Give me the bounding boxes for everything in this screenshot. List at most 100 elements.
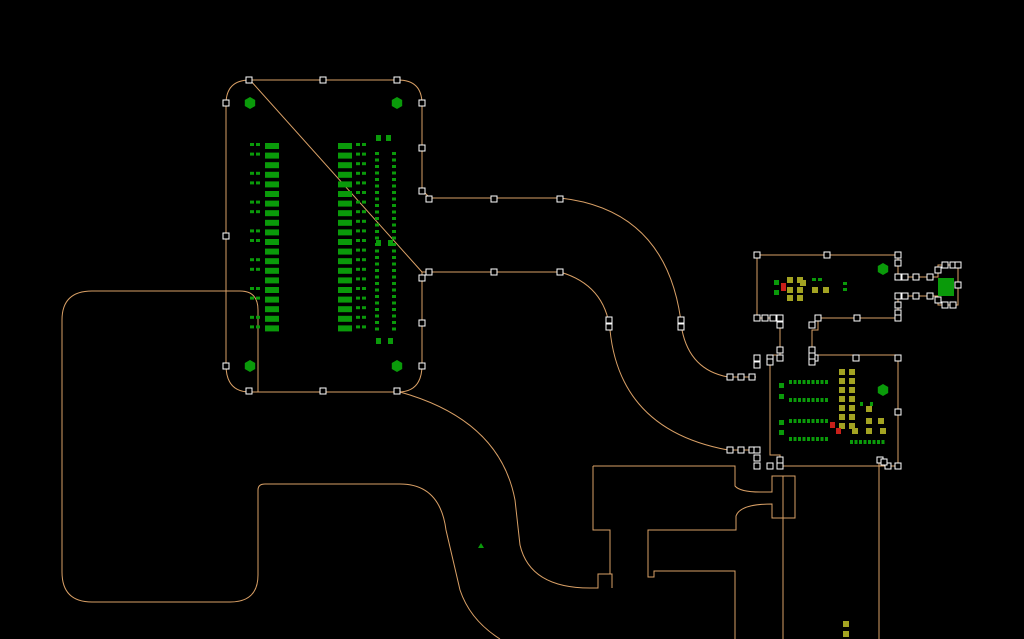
square-handle-icon[interactable]: [761, 314, 769, 322]
square-handle-icon[interactable]: [319, 387, 327, 395]
main-connector-pcb[interactable]: [225, 79, 756, 451]
square-handle-icon[interactable]: [393, 387, 401, 395]
square-handle-icon[interactable]: [418, 99, 426, 107]
pad: [356, 277, 360, 281]
square-handle-icon[interactable]: [926, 273, 934, 281]
square-handle-icon[interactable]: [245, 76, 253, 84]
bottom-tab-outline[interactable]: [592, 462, 880, 639]
square-handle-icon[interactable]: [880, 458, 888, 466]
pad: [849, 405, 855, 411]
pad: [375, 178, 379, 181]
pad: [793, 398, 797, 402]
square-handle-icon[interactable]: [853, 314, 861, 322]
square-handle-icon[interactable]: [726, 446, 734, 454]
square-handle-icon[interactable]: [901, 273, 909, 281]
square-handle-icon[interactable]: [748, 373, 756, 381]
pad: [375, 301, 379, 305]
square-handle-icon[interactable]: [894, 314, 902, 322]
square-handle-icon[interactable]: [222, 362, 230, 370]
square-handle-icon[interactable]: [753, 446, 761, 454]
square-handle-icon[interactable]: [954, 261, 962, 269]
square-handle-icon[interactable]: [894, 301, 902, 309]
square-handle-icon[interactable]: [556, 195, 564, 203]
square-handle-icon[interactable]: [753, 454, 761, 462]
square-handle-icon[interactable]: [894, 292, 902, 300]
square-handle-icon[interactable]: [776, 321, 784, 329]
pad: [356, 296, 360, 300]
square-handle-icon[interactable]: [949, 301, 957, 309]
square-handle-icon[interactable]: [319, 76, 327, 84]
square-handle-icon[interactable]: [766, 462, 774, 470]
square-handle-icon[interactable]: [901, 292, 909, 300]
pad: [820, 437, 824, 441]
square-handle-icon[interactable]: [894, 251, 902, 259]
square-handle-icon[interactable]: [926, 292, 934, 300]
square-handle-icon[interactable]: [726, 373, 734, 381]
square-handle-icon[interactable]: [605, 323, 613, 331]
square-handle-icon[interactable]: [884, 462, 892, 470]
square-handle-icon[interactable]: [753, 354, 761, 362]
square-handle-icon[interactable]: [490, 195, 498, 203]
square-handle-icon[interactable]: [490, 268, 498, 276]
square-handle-icon[interactable]: [776, 456, 784, 464]
square-handle-icon[interactable]: [425, 268, 433, 276]
square-handle-icon[interactable]: [677, 316, 685, 324]
square-handle-icon[interactable]: [753, 251, 761, 259]
square-handle-icon[interactable]: [912, 273, 920, 281]
square-handle-icon[interactable]: [808, 358, 816, 366]
square-handle-icon[interactable]: [823, 251, 831, 259]
square-handle-icon[interactable]: [245, 387, 253, 395]
square-handle-icon[interactable]: [894, 462, 902, 470]
pad: [356, 315, 360, 319]
square-handle-icon[interactable]: [776, 314, 784, 322]
square-handle-icon[interactable]: [808, 346, 816, 354]
pad: [839, 423, 845, 429]
square-handle-icon[interactable]: [934, 266, 942, 274]
square-handle-icon[interactable]: [776, 346, 784, 354]
connector-finger: [338, 239, 352, 245]
square-handle-icon[interactable]: [954, 281, 962, 289]
square-handle-icon[interactable]: [222, 232, 230, 240]
square-handle-icon[interactable]: [912, 292, 920, 300]
square-handle-icon[interactable]: [808, 352, 816, 360]
connector-finger: [265, 191, 279, 197]
left-large-outline[interactable]: [61, 290, 613, 639]
pad: [362, 191, 366, 194]
square-handle-icon[interactable]: [941, 301, 949, 309]
square-handle-icon[interactable]: [894, 408, 902, 416]
square-handle-icon[interactable]: [894, 354, 902, 362]
square-handle-icon[interactable]: [941, 261, 949, 269]
square-handle-icon[interactable]: [766, 358, 774, 366]
pad: [392, 217, 396, 220]
square-handle-icon[interactable]: [677, 323, 685, 331]
square-handle-icon[interactable]: [418, 274, 426, 282]
square-handle-icon[interactable]: [894, 259, 902, 267]
square-handle-icon[interactable]: [737, 446, 745, 454]
square-handle-icon[interactable]: [418, 187, 426, 195]
pad: [375, 327, 379, 331]
square-handle-icon[interactable]: [753, 462, 761, 470]
square-handle-icon[interactable]: [737, 373, 745, 381]
edit-handles[interactable]: [222, 76, 962, 470]
square-handle-icon[interactable]: [894, 273, 902, 281]
pad: [375, 249, 379, 253]
square-handle-icon[interactable]: [393, 76, 401, 84]
square-handle-icon[interactable]: [222, 99, 230, 107]
square-handle-icon[interactable]: [814, 314, 822, 322]
square-handle-icon[interactable]: [852, 354, 860, 362]
square-handle-icon[interactable]: [934, 296, 942, 304]
square-handle-icon[interactable]: [418, 362, 426, 370]
square-handle-icon[interactable]: [753, 314, 761, 322]
square-handle-icon[interactable]: [605, 316, 613, 324]
square-handle-icon[interactable]: [753, 361, 761, 369]
square-handle-icon[interactable]: [418, 319, 426, 327]
square-handle-icon[interactable]: [418, 144, 426, 152]
square-handle-icon[interactable]: [556, 268, 564, 276]
square-handle-icon[interactable]: [776, 462, 784, 470]
square-handle-icon[interactable]: [808, 321, 816, 329]
square-handle-icon[interactable]: [425, 195, 433, 203]
square-handle-icon[interactable]: [776, 354, 784, 362]
square-handle-icon[interactable]: [769, 314, 777, 322]
